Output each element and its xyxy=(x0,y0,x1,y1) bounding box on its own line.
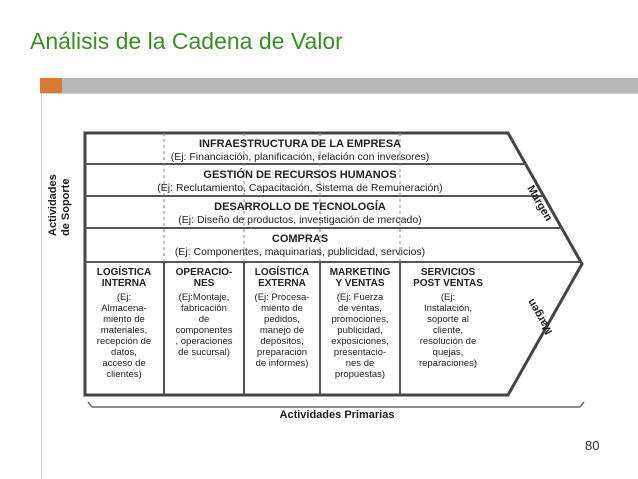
primary-column-title: MARKETING xyxy=(330,267,391,278)
primary-column-desc: nes de xyxy=(346,358,375,369)
page-number: 80 xyxy=(585,438,600,453)
title-divider-bar xyxy=(62,78,638,93)
primary-column-desc: exposiciones, xyxy=(331,336,389,347)
primary-column-desc: de informes) xyxy=(256,358,309,369)
primary-column-desc: manejo de xyxy=(260,325,304,336)
primary-column-desc: datos, xyxy=(111,347,137,358)
support-row-title: INFRAESTRUCTURA DE LA EMPRESA xyxy=(199,138,401,150)
support-row-desc: (Ej: Reclutamiento, Capacitación, Sistem… xyxy=(157,182,442,194)
primary-column-desc: fabricación xyxy=(181,303,227,314)
primary-column-desc: presentacio- xyxy=(334,347,386,358)
primary-column-desc: componentes xyxy=(175,325,232,336)
primary-column-title: POST VENTAS xyxy=(413,278,483,289)
support-row-desc: (Ej: Componentes, maquinarias, publicida… xyxy=(175,246,425,258)
support-row-title: GESTIÓN DE RECURSOS HUMANOS xyxy=(203,168,396,181)
primary-column-desc: preparación xyxy=(257,347,307,358)
primary-column-desc: recepción de xyxy=(97,336,151,347)
primary-column-desc: materiales, xyxy=(101,325,147,336)
primary-column-desc: Instalación, xyxy=(424,303,472,314)
slide-title: Análisis de la Cadena de Valor xyxy=(30,28,343,54)
primary-column-title: SERVICIOS xyxy=(421,267,476,278)
primary-column-desc: (Ej: Fuerza xyxy=(337,292,384,303)
primary-column-desc: propuestas) xyxy=(335,369,385,380)
primary-column-desc: soporte al xyxy=(427,314,469,325)
primary-column-desc: (Ej: xyxy=(117,292,131,303)
support-label-2: de Soporte xyxy=(60,179,72,236)
primary-column-title: OPERACIO- xyxy=(176,267,233,278)
support-row-desc: (Ej: Diseño de productos, investigación … xyxy=(178,214,421,226)
support-row-desc: (Ej: Financiación, planificación, relaci… xyxy=(171,151,430,163)
primary-column-desc: miento de xyxy=(261,303,303,314)
title-divider-line xyxy=(40,93,638,94)
primary-column-title: LOGÍSTICA xyxy=(255,265,309,278)
value-chain-outline xyxy=(83,131,584,397)
primary-column-desc: depósitos, xyxy=(260,336,303,347)
primary-column-title: INTERNA xyxy=(102,278,146,289)
primary-column-desc: (Ej: Procesa- xyxy=(255,292,310,303)
support-rows xyxy=(85,163,580,263)
primary-column-desc: , operaciones xyxy=(175,336,232,347)
primary-column-desc: acceso de xyxy=(102,358,145,369)
primary-column-desc: miento de xyxy=(103,314,145,325)
primary-column-desc: de sucursal) xyxy=(178,347,230,358)
primary-column-desc: (Ej: xyxy=(441,292,455,303)
primary-column-title: LOGÍSTICA xyxy=(97,265,151,278)
support-row-title: DESARROLLO DE TECNOLOGÍA xyxy=(214,200,386,213)
primary-column-desc: resolución de xyxy=(420,336,477,347)
primary-column-desc: clientes) xyxy=(106,369,141,380)
primary-column-desc: reparaciones) xyxy=(419,358,477,369)
support-row-title: COMPRAS xyxy=(272,233,328,245)
primary-column-desc: de xyxy=(199,314,210,325)
primary-column-desc: promociones, xyxy=(331,314,388,325)
title-accent-bar xyxy=(40,78,62,93)
primary-column-desc: Almacena- xyxy=(101,303,146,314)
support-label-1: Actividades xyxy=(47,174,59,236)
primary-column-title: EXTERNA xyxy=(258,278,306,289)
primary-column-desc: publicidad, xyxy=(337,325,382,336)
primary-columns xyxy=(163,262,401,395)
primary-column-desc: cliente, xyxy=(433,325,463,336)
primary-bracket xyxy=(87,401,585,408)
primary-column-desc: quejas, xyxy=(433,347,464,358)
primary-activities-label: Actividades Primarias xyxy=(280,409,395,421)
primary-column-desc: (Ej:Montaje, xyxy=(179,292,230,303)
primary-column-desc: pedidos, xyxy=(264,314,300,325)
primary-column-title: Y VENTAS xyxy=(335,278,384,289)
primary-column-desc: de ventas, xyxy=(338,303,382,314)
support-text: INFRAESTRUCTURA DE LA EMPRESA(Ej: Financ… xyxy=(157,138,442,258)
margin-label-bottom: Margen xyxy=(525,296,555,336)
left-margin-line xyxy=(41,94,42,479)
primary-column-title: NES xyxy=(194,278,215,289)
